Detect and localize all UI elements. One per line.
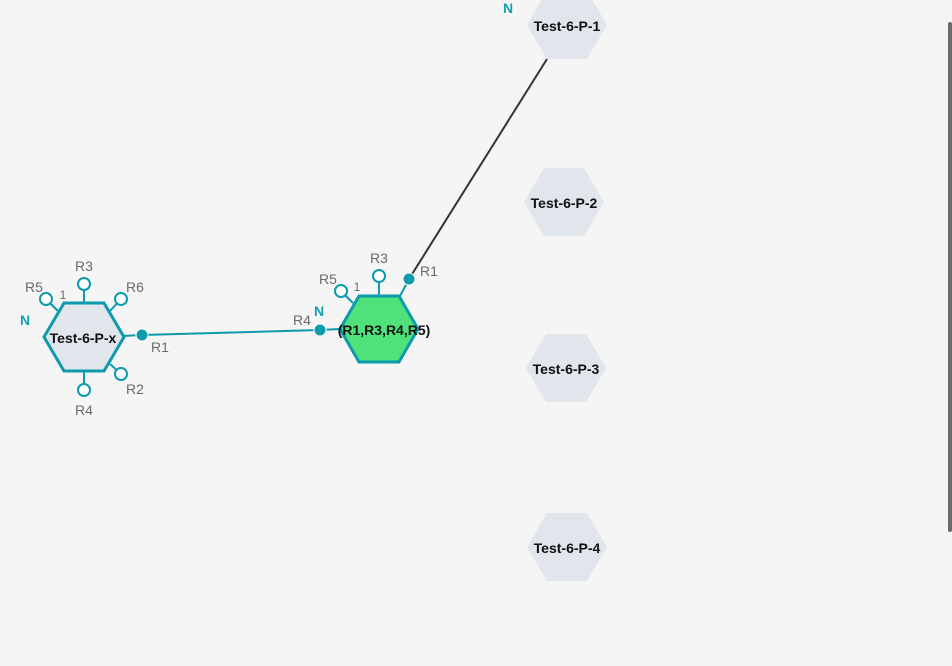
- node-title: Test-6-P-x: [50, 330, 117, 346]
- node-test-6-p-x[interactable]: Test-6-P-x N 1 R3 R4 R5 R6 R2 R1: [20, 258, 169, 418]
- node-test-6-p-2[interactable]: Test-6-P-2: [524, 168, 604, 236]
- node-hexagon[interactable]: [338, 294, 420, 364]
- n-terminal-label: N: [503, 0, 513, 16]
- port-r4[interactable]: [77, 383, 91, 397]
- node-hexagon[interactable]: [527, 0, 607, 59]
- label-r3: R3: [370, 250, 388, 266]
- port-r1[interactable]: [135, 328, 149, 342]
- node-hexagon[interactable]: [527, 513, 607, 581]
- node-center[interactable]: (R1,R3,R4,R5) N 1 R3 R5 R1 R4: [293, 250, 438, 364]
- node-test-6-p-3[interactable]: Test-6-P-3: [526, 334, 606, 402]
- index-label: 1: [60, 288, 67, 302]
- link-x-to-center[interactable]: [141, 329, 321, 336]
- node-title: Test-6-P-2: [531, 195, 598, 211]
- port-r5[interactable]: [334, 284, 348, 298]
- node-hexagon[interactable]: [42, 301, 126, 373]
- port-r3[interactable]: [77, 277, 91, 291]
- label-r6: R6: [126, 279, 144, 295]
- port-r4[interactable]: [313, 323, 327, 337]
- node-test-6-p-1[interactable]: Test-6-P-1 N: [503, 0, 607, 59]
- label-r1: R1: [420, 263, 438, 279]
- node-title: (R1,R3,R4,R5): [338, 322, 431, 338]
- port-r5[interactable]: [39, 292, 53, 306]
- port-r2[interactable]: [114, 367, 128, 381]
- n-terminal-label: N: [314, 303, 324, 319]
- port-r1[interactable]: [402, 272, 416, 286]
- node-title: Test-6-P-4: [534, 540, 601, 556]
- vertical-scrollbar[interactable]: [948, 22, 952, 532]
- label-r5: R5: [25, 279, 43, 295]
- link-center-to-p1[interactable]: [408, 58, 548, 280]
- port-r3[interactable]: [372, 269, 386, 283]
- label-r4: R4: [293, 312, 311, 328]
- label-r1: R1: [151, 339, 169, 355]
- label-r3: R3: [75, 258, 93, 274]
- node-title: Test-6-P-1: [534, 18, 601, 34]
- node-hexagon[interactable]: [526, 334, 606, 402]
- node-title: Test-6-P-3: [533, 361, 600, 377]
- port-r6[interactable]: [114, 292, 128, 306]
- label-r2: R2: [126, 381, 144, 397]
- index-label: 1: [354, 280, 361, 294]
- node-hexagon[interactable]: [524, 168, 604, 236]
- label-r5: R5: [319, 271, 337, 287]
- node-test-6-p-4[interactable]: Test-6-P-4: [527, 513, 607, 581]
- n-terminal-label: N: [20, 312, 30, 328]
- label-r4: R4: [75, 402, 93, 418]
